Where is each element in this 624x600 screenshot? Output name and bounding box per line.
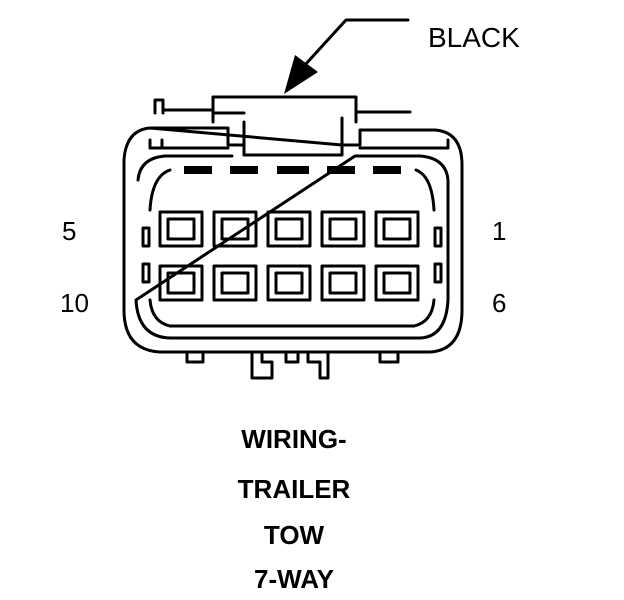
pin-cavity [212,210,258,248]
inner-bottom-wall [148,298,436,328]
top-slot-row [148,166,436,212]
title-block: WIRING- TRAILER TOW 7-WAY [238,424,351,594]
side-slot [433,262,443,284]
callout-leader [284,18,410,94]
top-slot [327,166,355,174]
side-slots [141,226,443,284]
pin-label-top-left: 5 [62,216,76,246]
arrow-head-icon [284,55,318,94]
side-slot [433,226,443,248]
pin-row-bottom [158,264,420,302]
top-slot [230,166,258,174]
pin-row-top [158,210,420,248]
pin-cavity [320,210,366,248]
side-slot [141,262,151,284]
pin-cavity [374,264,420,302]
top-slot [373,166,401,174]
title-line: TOW [264,520,325,550]
pin-cavity [374,210,420,248]
callout-label: BLACK [428,22,520,53]
top-slot [277,166,309,174]
side-slot [141,226,151,248]
top-slot [184,166,212,174]
pin-label-bottom-right: 6 [492,288,506,318]
pin-cavity [212,264,258,302]
pin-cavity [158,210,204,248]
title-line: 7-WAY [254,564,334,594]
pin-cavity [266,264,312,302]
pin-cavity [158,264,204,302]
title-line: TRAILER [238,474,351,504]
pin-label-bottom-left: 10 [60,288,89,318]
connector-housing [122,95,464,380]
pin-label-top-right: 1 [492,216,506,246]
title-line: WIRING- [241,424,346,454]
pin-cavity [266,210,312,248]
pin-cavity [320,264,366,302]
